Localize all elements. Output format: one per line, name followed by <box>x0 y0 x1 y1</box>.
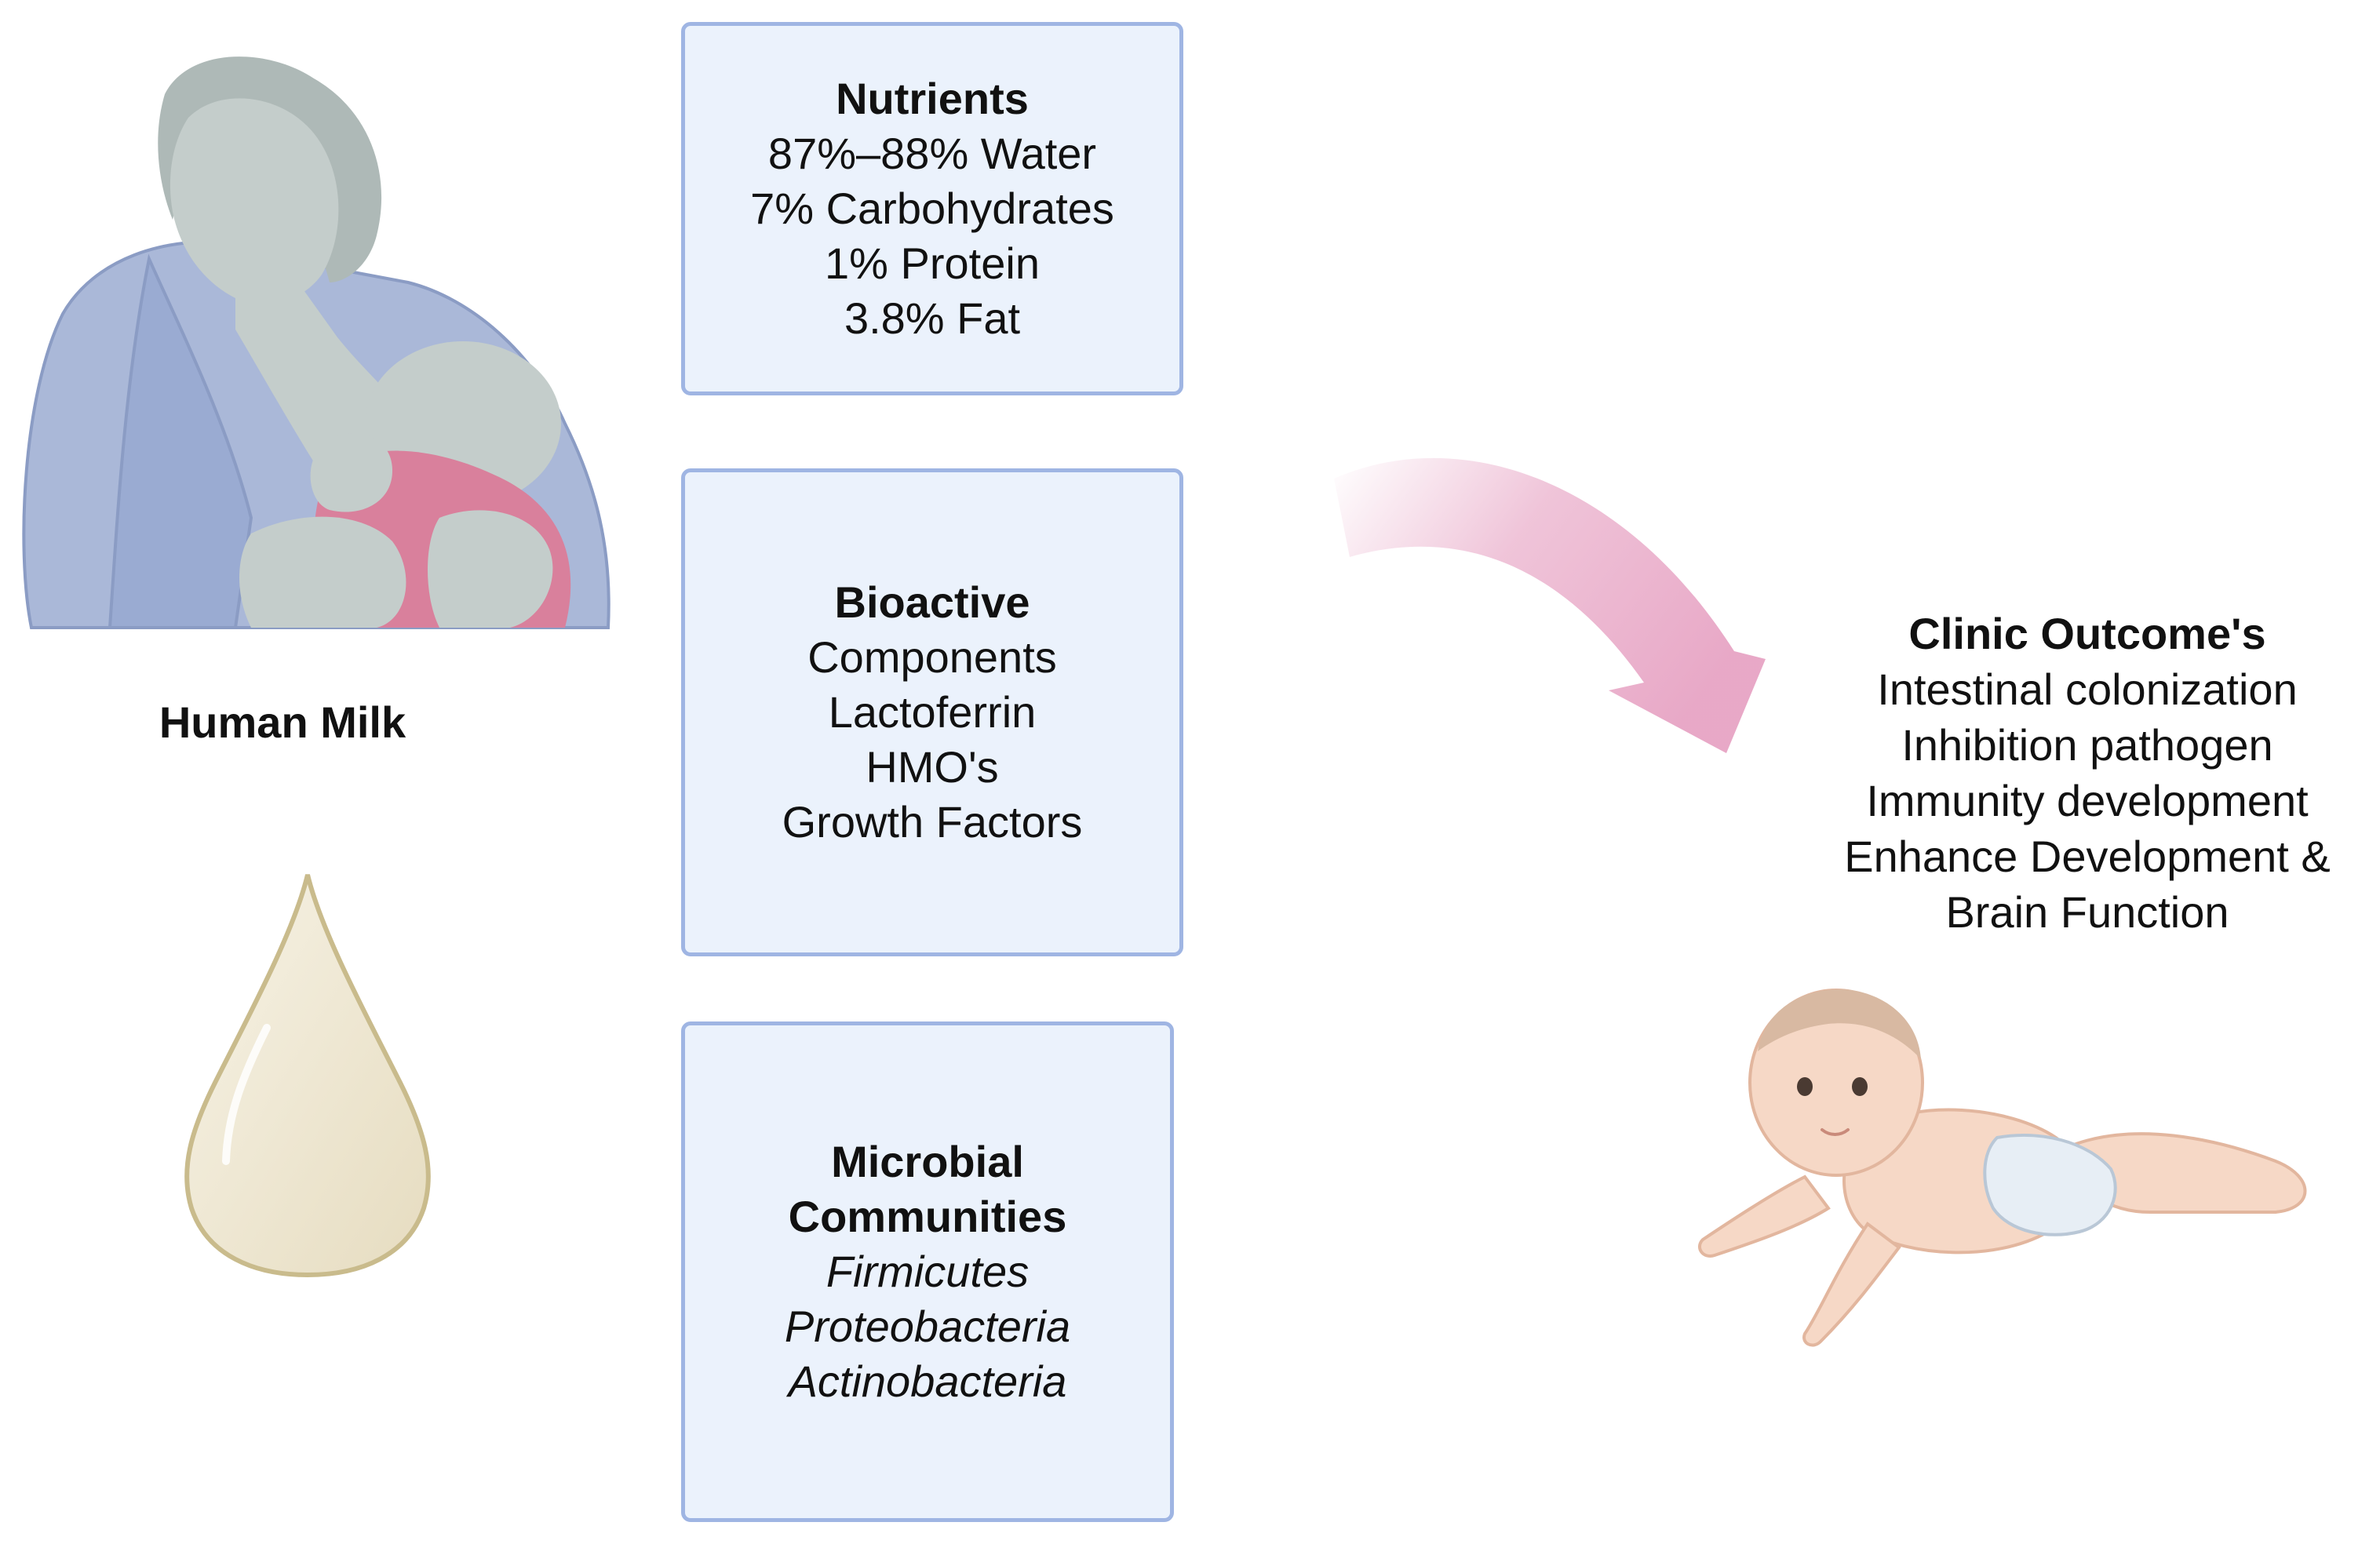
nutrients-box: Nutrients 87%–88% Water 7% Carbohydrates… <box>681 22 1183 395</box>
bioactive-item: Lactoferrin <box>828 687 1037 737</box>
clinic-outcome-item: Brain Function <box>1945 887 2229 937</box>
nutrients-item: 3.8% Fat <box>844 293 1021 343</box>
microbial-item: Proteobacteria <box>784 1302 1071 1351</box>
clinic-outcome-item: Inhibition pathogen <box>1901 720 2273 770</box>
nutrients-item: 1% Protein <box>825 239 1040 288</box>
milk-drop-icon <box>184 874 431 1278</box>
bioactive-item: HMO's <box>866 742 999 792</box>
nutrients-title: Nutrients <box>836 74 1029 123</box>
microbial-title: Communities <box>788 1192 1067 1241</box>
microbial-item: Firmicutes <box>826 1247 1030 1296</box>
clinic-outcome-title: Clinic Outcome's <box>1908 609 2266 658</box>
bioactive-title: Bioactive <box>834 577 1030 627</box>
clinic-outcome-item: Immunity development <box>1866 776 2309 825</box>
microbial-item: Actinobacteria <box>788 1356 1067 1406</box>
breastfeeding-mother-icon <box>22 56 610 629</box>
bioactive-item: Components <box>807 632 1057 682</box>
clinic-outcome-item: Enhance Development & <box>1844 832 2331 881</box>
curved-arrow-icon <box>1334 457 1766 753</box>
microbial-title: Microbial <box>831 1137 1024 1186</box>
clinic-outcome-item: Intestinal colonization <box>1877 665 2298 714</box>
microbial-box: Microbial Communities Firmicutes Proteob… <box>681 1021 1174 1522</box>
clinic-outcome-block: Clinic Outcome's Intestinal colonization… <box>1805 606 2370 940</box>
nutrients-item: 7% Carbohydrates <box>750 184 1114 233</box>
bioactive-box: Bioactive Components Lactoferrin HMO's G… <box>681 468 1183 956</box>
nutrients-item: 87%–88% Water <box>767 129 1097 178</box>
crawling-infant-icon <box>1698 989 2307 1347</box>
human-milk-label: Human Milk <box>159 697 406 747</box>
bioactive-item: Growth Factors <box>782 797 1083 847</box>
